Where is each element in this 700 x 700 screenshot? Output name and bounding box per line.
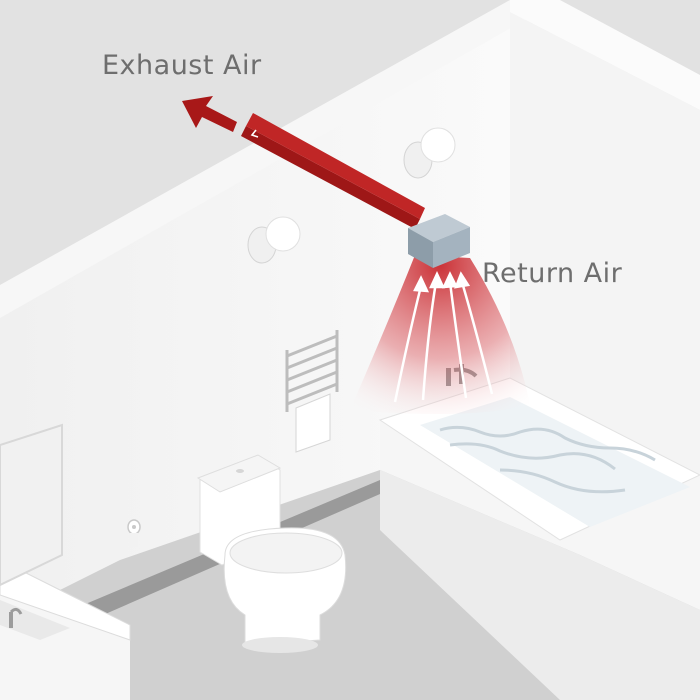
return-air-label: Return Air (482, 258, 623, 289)
fan-unit-icon (408, 214, 470, 268)
airflow-arrow-icon (393, 275, 430, 403)
return-air-flow (350, 255, 530, 414)
sink-countertop (0, 559, 131, 641)
toilet-roll-icon (127, 519, 141, 547)
basin-tap-icon (9, 607, 23, 628)
exhaust-duct (241, 113, 425, 229)
airflow-arrows (393, 271, 494, 403)
mirror (0, 423, 63, 587)
right-wall-top (510, 0, 700, 110)
toilet-icon (196, 454, 347, 653)
back-wall-top (0, 0, 560, 318)
airflow-arrow-icon (454, 271, 494, 395)
wall-light-icon (403, 127, 456, 179)
airflow-arrow-icon (441, 271, 468, 399)
airflow-arrow-icon (421, 271, 445, 401)
exhaust-arrow-icon (182, 96, 237, 132)
towel-rail-icon (285, 330, 339, 453)
bathtub (378, 377, 700, 700)
exhaust-air-label: Exhaust Air (102, 50, 262, 81)
wall-light-icon (247, 216, 301, 264)
